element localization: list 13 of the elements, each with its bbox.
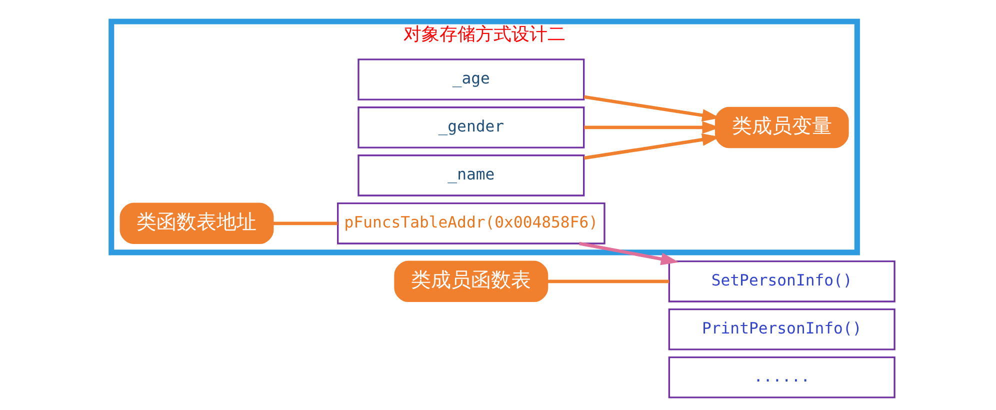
- node-box: SetPersonInfo(): [668, 260, 895, 302]
- connector: [272, 222, 338, 226]
- node-box: PrintPersonInfo(): [668, 308, 895, 350]
- node-box: 类函数表地址: [119, 202, 274, 244]
- arrow: [578, 242, 678, 266]
- node-box: pFuncsTableAddr(0x004858F6): [336, 202, 605, 244]
- node-box: _name: [357, 154, 584, 196]
- node-box: 类成员函数表: [394, 260, 548, 302]
- connector: [547, 280, 669, 284]
- node-box: _gender: [357, 106, 584, 148]
- node-box: 类成员变量: [714, 106, 848, 148]
- node-box: _age: [357, 58, 584, 100]
- node-box: ......: [668, 356, 895, 398]
